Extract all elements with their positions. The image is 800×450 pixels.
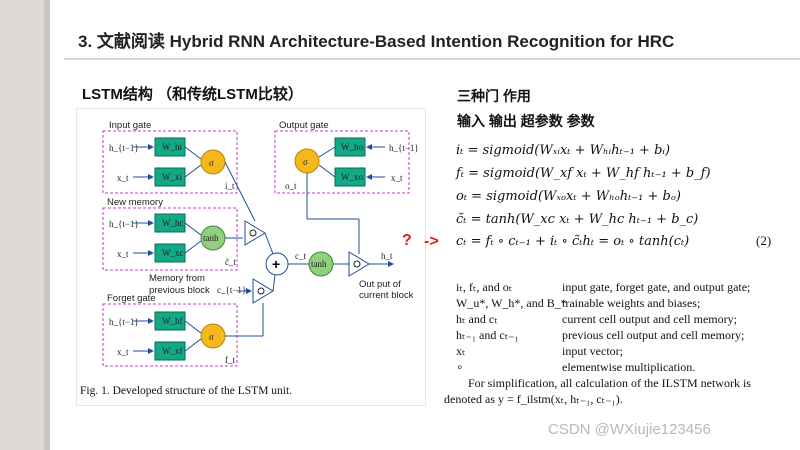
equation-cell-state: cₜ = fₜ ∘ cₜ₋₁ + iₜ ∘ c̃ₜhₜ = oₜ ∘ tanh(… — [456, 234, 690, 249]
forget-gate-box — [102, 303, 238, 367]
output-sigma-label: σ — [303, 157, 308, 167]
equation-number: (2) — [756, 233, 772, 248]
cn-note-params: 输入 输出 超参数 参数 — [457, 113, 595, 129]
memory-from-label: Memory from — [149, 273, 205, 284]
memory-tanh-label: tanh — [203, 233, 219, 243]
input-gate-label: Input gate — [109, 120, 151, 131]
legend-term: hₜ and cₜ — [456, 312, 498, 326]
f-t-label: f_t — [225, 355, 235, 365]
slide-title: 3. 文献阅读 Hybrid RNN Architecture-Based In… — [78, 32, 675, 51]
w-xo-label: W_xo — [341, 172, 363, 182]
c-prev-label: c_{t−1} — [217, 285, 246, 295]
new-memory-box — [102, 207, 238, 271]
lstm-figure: Input gate h_{t−1} x_t W_hi W_xi σ i_t O… — [76, 108, 426, 406]
current-block-label: current block — [359, 290, 414, 301]
input-gate-h-prev: h_{t−1} — [109, 143, 139, 153]
input-sigma-label: σ — [209, 158, 214, 168]
equation-forget-gate: fₜ = sigmoid(W_xf xₜ + W_hf hₜ₋₁ + b_f) — [456, 166, 711, 181]
input-gate-box — [102, 130, 238, 194]
w-hc-label: W_hc — [162, 218, 184, 228]
output-gate-box — [274, 130, 410, 194]
equation-output-gate: oₜ = sigmoid(Wₓₒxₜ + Wₕₒhₜ₋₁ + bₒ) — [456, 189, 681, 204]
legend-desc: previous cell output and cell memory; — [562, 328, 745, 342]
lstm-diagram: Input gate h_{t−1} x_t W_hi W_xi σ i_t O… — [102, 120, 419, 367]
forget-mult-node — [252, 278, 274, 304]
output-tanh-label: tanh — [311, 259, 327, 269]
c-tilde-label: c̃_t — [225, 257, 236, 267]
legend-desc: elementwise multiplication. — [562, 360, 696, 374]
lstm-heading: LSTM结构 （和传统LSTM比较） — [82, 86, 303, 103]
simplification-paragraph-line2: denoted as y = f_ilstm(xₜ, hₜ₋₁, cₜ₋₁). — [444, 392, 623, 406]
output-gate-h-prev: h_{t−1} — [389, 143, 419, 153]
figure-caption: Fig. 1. Developed structure of the LSTM … — [80, 385, 293, 397]
forget-gate-h-prev: h_{t−1} — [109, 317, 139, 327]
memory-x: x_t — [117, 249, 129, 259]
legend-desc: input gate, forget gate, and output gate… — [562, 280, 751, 294]
legend-desc: trainable weights and biases; — [562, 296, 701, 310]
w-ho-label: W_ho — [341, 142, 363, 152]
equation-input-gate: iₜ = sigmoid(Wₓᵢxₜ + Wₕᵢhₜ₋₁ + bᵢ) — [456, 143, 671, 158]
new-memory-label: New memory — [107, 197, 163, 208]
c-t-label: c_t — [295, 251, 306, 261]
left-decor-stripe-edge — [44, 0, 50, 450]
w-xf-label: W_xf — [162, 346, 183, 356]
legend-term: ∘ — [456, 360, 464, 374]
equation-candidate-memory: c̃ₜ = tanh(W_xc xₜ + W_hc hₜ₋₁ + b_c) — [456, 212, 699, 227]
i-t-label: i_t — [225, 181, 235, 191]
w-hf-label: W_hf — [162, 316, 183, 326]
question-mark-annotation: ? — [402, 232, 412, 249]
w-xi-label: W_xi — [162, 172, 182, 182]
w-xc-label: W_xc — [162, 248, 184, 258]
o-t-label: o_t — [285, 181, 297, 191]
output-mult-node — [348, 251, 370, 277]
legend-term: iₜ, fₜ, and oₜ — [456, 280, 513, 294]
left-decor-stripe — [0, 0, 46, 450]
output-gate-label: Output gate — [279, 120, 329, 131]
legend-desc: input vector; — [562, 344, 623, 358]
forget-gate-label: Forget gate — [107, 293, 156, 304]
input-mult-node — [244, 220, 266, 246]
legend-term: xₜ — [456, 344, 466, 358]
forget-gate-x: x_t — [117, 347, 129, 357]
output-gate-x: x_t — [391, 173, 403, 183]
title-divider — [64, 58, 800, 60]
h-t-label: h_t — [381, 251, 393, 261]
input-gate-x: x_t — [117, 173, 129, 183]
cn-note-gates: 三种门 作用 — [457, 88, 531, 104]
legend-term: hₜ₋₁ and cₜ₋₁ — [456, 328, 519, 342]
memory-h-prev: h_{t−1} — [109, 219, 139, 229]
w-hi-label: W_hi — [162, 142, 182, 152]
red-arrow-annotation: -> — [424, 233, 439, 250]
legend-term: W_u*, W_h*, and B_* — [456, 296, 567, 310]
simplification-paragraph-line1: For simplification, all calculation of t… — [468, 376, 751, 390]
forget-sigma-label: σ — [209, 332, 214, 342]
legend-desc: current cell output and cell memory; — [562, 312, 737, 326]
previous-block-label: previous block — [149, 285, 210, 296]
csdn-watermark: CSDN @WXiujie123456 — [548, 421, 711, 438]
svg-text:+: + — [272, 256, 280, 272]
output-of-label: Out put of — [359, 279, 401, 290]
